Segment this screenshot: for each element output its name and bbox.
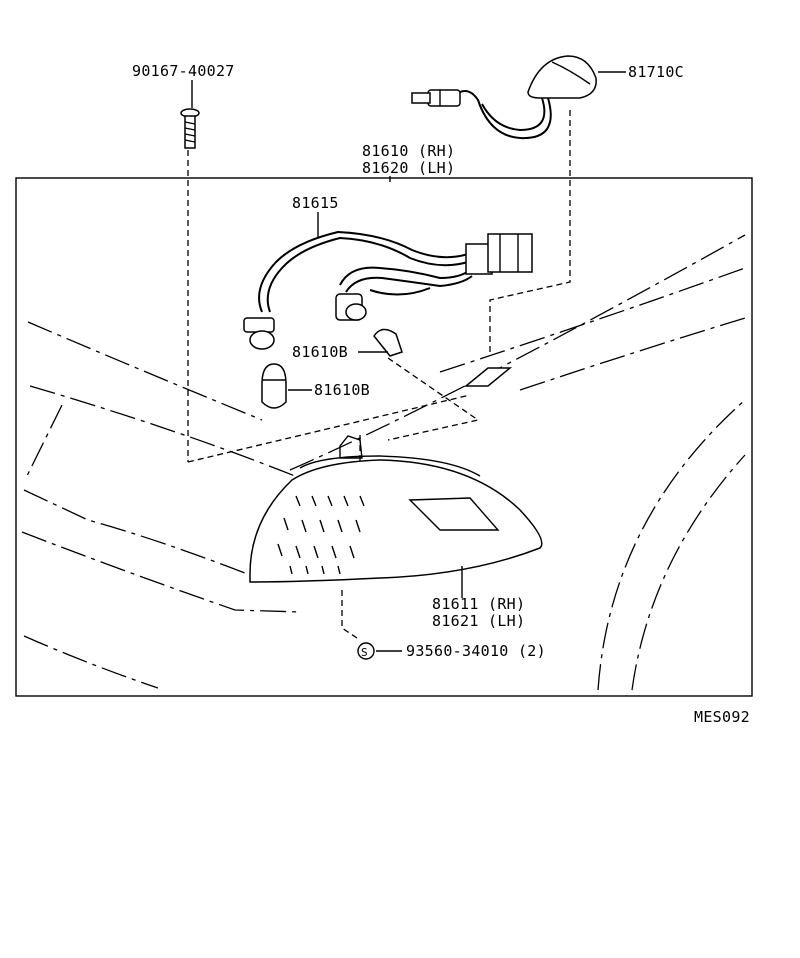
lens-rh-label: 81611 (RH) (432, 595, 525, 613)
combination-lamp-lens (249, 435, 543, 583)
body-slot (463, 367, 513, 387)
socket-wire-label: 81615 (292, 194, 339, 212)
socket-wire-part (243, 230, 533, 350)
large-bulb-part (261, 363, 287, 409)
lamp-assy-rh-label: 81610 (RH) (362, 142, 455, 160)
side-marker-label: 81710C (628, 63, 684, 81)
lens-lh-label: 81621 (LH) (432, 612, 525, 630)
screw-label: 90167-40027 (132, 62, 235, 80)
screw-set-label: 93560-34010 (2) (406, 642, 546, 660)
screw-set-symbol-circle (357, 642, 375, 660)
screw-part (180, 108, 200, 149)
lamp-assy-lh-label: 81620 (LH) (362, 159, 455, 177)
side-marker-lamp (411, 55, 597, 140)
assembly-frame (15, 177, 753, 697)
diagram-code: MES092 (694, 708, 750, 726)
wedge-bulb-part (373, 328, 403, 357)
large-bulb-label: 81610B (314, 381, 370, 399)
wedge-bulb-label: 81610B (292, 343, 348, 361)
screw-set-symbol: S (361, 646, 368, 659)
